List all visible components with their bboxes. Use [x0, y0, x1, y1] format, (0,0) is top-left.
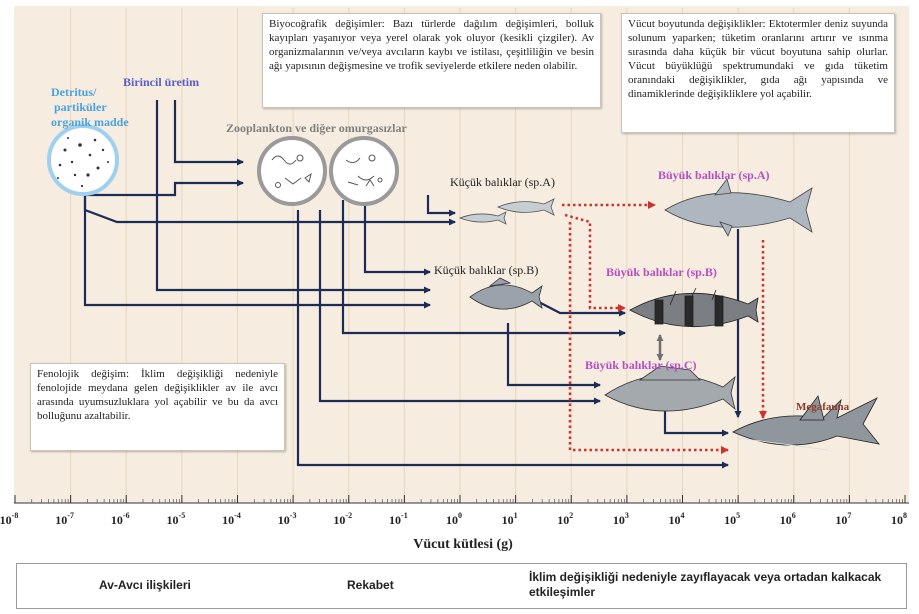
phenology-note: Fenolojik değişim: İklim değişikliği ned…	[30, 363, 285, 451]
detritus-icon	[49, 126, 117, 194]
tick-label: 10-2	[333, 511, 352, 527]
tick-label: 10-8	[0, 511, 18, 527]
label-detritus-3: organik madde	[51, 115, 129, 129]
tick-label: 10-6	[111, 511, 130, 527]
tick-label: 105	[724, 511, 740, 527]
tick-label: 106	[780, 511, 796, 527]
label-detritus-2: partiküler	[54, 100, 107, 114]
tick-label: 101	[502, 511, 518, 527]
legend: Av-Avcı ilişkileri Rekabet İklim değişik…	[16, 563, 907, 609]
tick-label: 102	[557, 511, 573, 527]
legend-climate-label: İklim değişikliği nedeniyle zayıflayacak…	[529, 570, 899, 600]
body-size-note: Vücut boyutunda değişiklikler: Ektoterml…	[621, 13, 895, 133]
tick-label: 10-5	[167, 511, 186, 527]
tick-label: 100	[446, 511, 462, 527]
label-big-fish-c: Büyük balıklar (sp.C)	[585, 358, 697, 372]
label-big-fish-b: Büyük balıklar (sp.B)	[606, 265, 717, 279]
tick-label: 10-3	[278, 511, 297, 527]
axis-title: Vücut kütlesi (g)	[413, 537, 513, 552]
tick-label: 10-7	[55, 511, 74, 527]
tick-label: 107	[835, 511, 851, 527]
tick-label: 10-1	[389, 511, 408, 527]
biogeographic-note: Biyocoğrafik değişimler: Bazı türlerde d…	[262, 13, 601, 108]
tick-label: 104	[669, 511, 685, 527]
label-small-fish-b: Küçük balıklar (sp.B)	[434, 263, 538, 277]
label-megafauna: Megafauna	[796, 401, 850, 413]
tick-label: 108	[891, 511, 907, 527]
label-detritus-1: Detritus/	[51, 85, 97, 99]
tick-label: 103	[613, 511, 629, 527]
label-primary-production: Birincil üretim	[123, 75, 199, 89]
axis-tick-labels: 10-8 10-7 10-6 10-5 10-4 10-3 10-2 10-1 100 101 10…	[0, 511, 907, 527]
tick-label: 10-4	[222, 511, 241, 527]
legend-competition-label: Rekabet	[347, 578, 394, 592]
legend-predator-label: Av-Avcı ilişkileri	[99, 578, 191, 592]
label-big-fish-a: Büyük balıklar (sp.A)	[658, 168, 770, 182]
label-zooplankton: Zooplankton ve diğer omurgasızlar	[226, 121, 407, 135]
label-small-fish-a: Küçük balıklar (sp.A)	[450, 175, 555, 189]
